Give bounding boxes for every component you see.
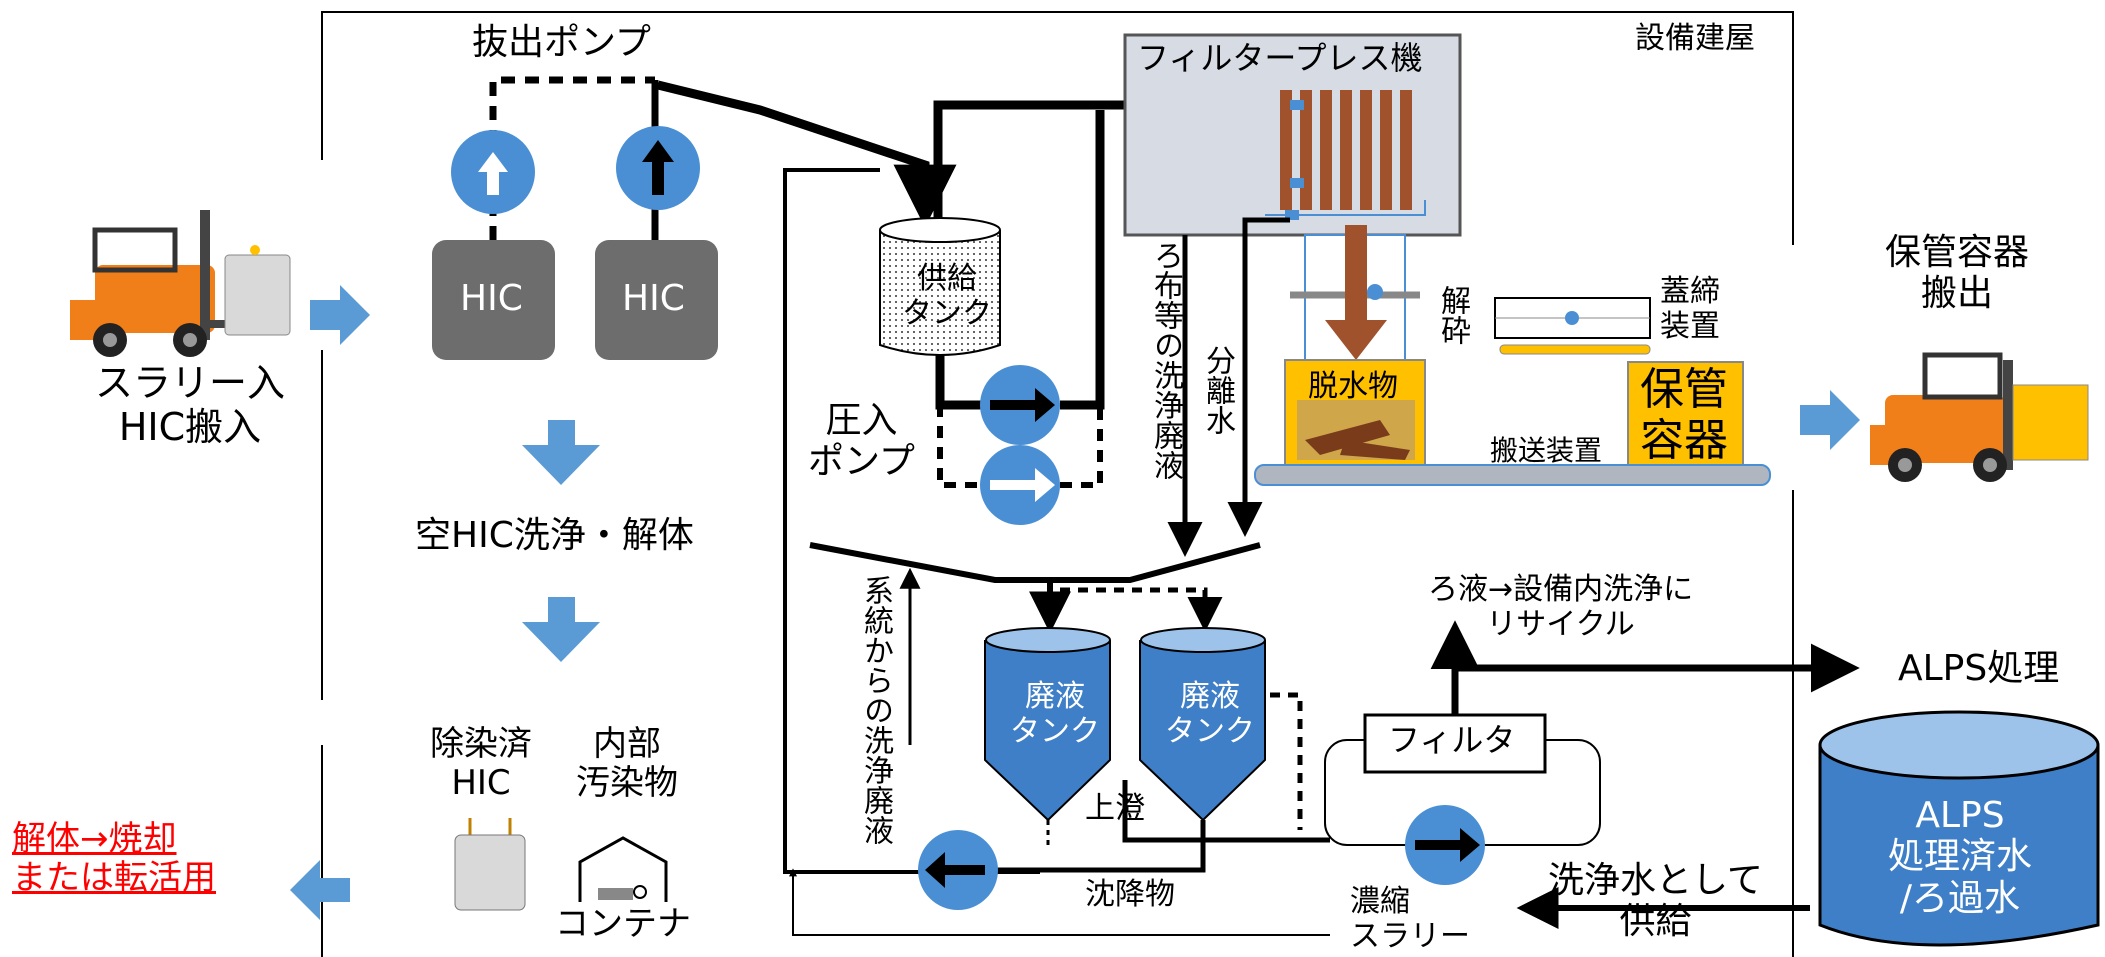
container-icon	[578, 836, 668, 902]
lid-label: 蓋締 装置	[1660, 274, 1720, 344]
storage-out-label: 保管容器 搬出	[1885, 232, 2030, 315]
supply-tank	[879, 217, 1001, 356]
concentrated-slurry-label: 濃縮 スラリー	[1350, 884, 1470, 954]
wash-water-label: 洗浄水として 供給	[1548, 860, 1763, 943]
sediment-label: 沈降物	[1085, 877, 1175, 912]
decontaminated-hic-icon	[454, 818, 526, 911]
dehydrated-box	[1284, 359, 1426, 466]
decontaminated-hic-label: 除染済 HIC	[430, 724, 532, 804]
supply-tank-label: 供給 タンク	[902, 261, 992, 331]
dismantle-label: 解体→焼却 または転活用	[12, 819, 216, 899]
press-pump-label: 圧入 ポンプ	[808, 400, 915, 483]
building-frame	[321, 11, 1794, 957]
lid-device	[1494, 297, 1651, 355]
forklift-in-icon	[70, 210, 291, 357]
hic-left-label: HIC	[460, 278, 523, 319]
arrow-in-icon	[310, 285, 370, 345]
hic-left	[432, 240, 555, 360]
waste-tank-2-label: 廃液 タンク	[1165, 679, 1255, 749]
arrow-out-left-icon	[290, 860, 350, 920]
hic-group	[432, 76, 718, 360]
filter-press-label: フィルタープレス機	[1137, 39, 1423, 77]
container-label: コンテナ	[555, 904, 691, 944]
storage-container-label: 保管 容器	[1640, 364, 1728, 466]
cloth-wash-label: ろ布等の洗浄廃液	[1148, 240, 1183, 480]
arrow-down-2	[522, 597, 600, 662]
crush-label: 解砕	[1435, 285, 1470, 345]
transport-label: 搬送装置	[1490, 434, 1603, 467]
building-label: 設備建屋	[1635, 21, 1755, 56]
waste-tank-1-label: 廃液 タンク	[1010, 679, 1100, 749]
waste-tank-2	[1139, 627, 1266, 822]
hic-right-label: HIC	[622, 278, 685, 319]
supernatant-label: 上澄	[1085, 791, 1145, 826]
waste-tank-1	[984, 627, 1111, 822]
recycle-label: ろ液→設備内洗浄に リサイクル	[1428, 572, 1694, 642]
crusher	[1290, 225, 1420, 361]
forklift-out-icon	[1870, 352, 2089, 482]
system-wash-label: 系統からの洗浄廃液	[858, 575, 893, 845]
filter-press	[1123, 33, 1462, 237]
transport-conveyor	[1254, 464, 1771, 486]
separated-water-label: 分離水	[1200, 345, 1235, 435]
arrow-down-1	[522, 420, 600, 485]
slurry-in-label: スラリー入 HIC搬入	[95, 361, 286, 449]
alps-tank-label: ALPS 処理済水 /ろ過水	[1887, 795, 2032, 919]
hic-wash-label: 空HIC洗浄・解体	[415, 515, 694, 556]
alps-tank	[1818, 710, 2100, 947]
arrow-out-right-icon	[1800, 390, 1860, 450]
filter-box	[1363, 713, 1547, 774]
storage-container	[1627, 361, 1744, 468]
internal-contaminant-label: 内部 汚染物	[576, 724, 678, 804]
pump-label: 抜出ポンプ	[472, 22, 651, 63]
dehydrated-label: 脱水物	[1308, 369, 1398, 404]
filter-label: フィルタ	[1388, 721, 1516, 759]
hic-right	[595, 240, 718, 360]
alps-treat-label: ALPS処理	[1898, 648, 2060, 689]
